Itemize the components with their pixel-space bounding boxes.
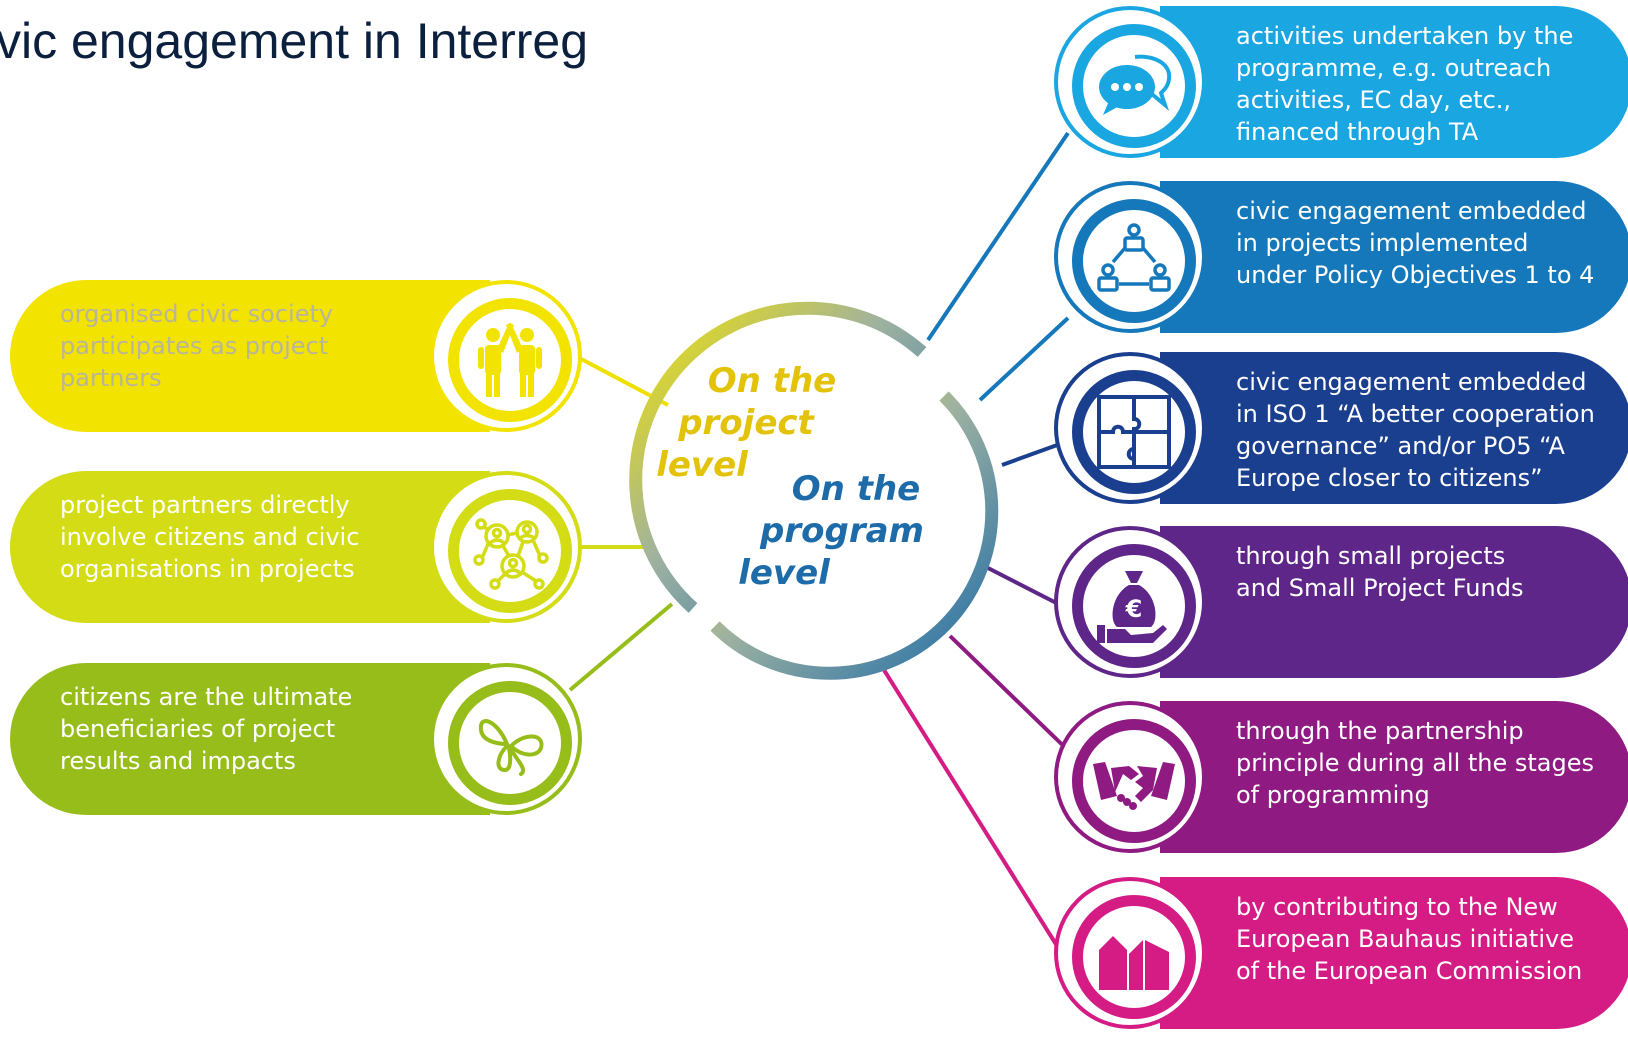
program-level-line: program bbox=[759, 511, 924, 551]
connector-line bbox=[926, 131, 1070, 342]
project-item-text: project partners directly involve citize… bbox=[60, 491, 360, 583]
program-item-badge bbox=[1054, 181, 1206, 333]
project-item-badge bbox=[430, 471, 582, 623]
page-title: vic engagement in Interreg bbox=[0, 13, 589, 69]
project-level-line: level bbox=[656, 445, 749, 485]
high-five-icon bbox=[478, 323, 542, 397]
project-level-line: project bbox=[677, 403, 815, 443]
program-item-pill: activities undertaken by the programme, … bbox=[1160, 6, 1628, 158]
handshake-icon bbox=[1093, 762, 1175, 810]
program-item-badge bbox=[1054, 701, 1206, 853]
butterfly-icon bbox=[478, 719, 544, 776]
program-item-pill: civic engagement embedded in ISO 1 “A be… bbox=[1160, 352, 1628, 504]
program-item-text: by contributing to the New European Bauh… bbox=[1236, 893, 1583, 985]
program-item-pill: civic engagement embedded in projects im… bbox=[1160, 181, 1628, 333]
project-item-badge bbox=[430, 280, 582, 432]
money-bag-euro-icon: € bbox=[1097, 571, 1167, 643]
connector-line bbox=[978, 316, 1070, 402]
program-item-text: civic engagement embedded in ISO 1 “A be… bbox=[1236, 368, 1595, 492]
speech-bubbles-icon bbox=[1099, 54, 1172, 115]
program-item-badge: € bbox=[1054, 526, 1206, 678]
program-item-text: civic engagement embedded in projects im… bbox=[1236, 197, 1595, 289]
project-level-line: On the bbox=[708, 361, 836, 401]
program-item-badge bbox=[1054, 877, 1206, 1029]
program-item-text: through small projects and Small Project… bbox=[1236, 542, 1524, 602]
puzzle-icon bbox=[1097, 395, 1171, 469]
project-item-pill: project partners directly involve citize… bbox=[10, 471, 490, 623]
svg-text:€: € bbox=[1125, 595, 1143, 623]
program-level-line: On the bbox=[792, 469, 920, 509]
center-ring bbox=[629, 301, 999, 680]
program-item-pill: through the partnership principle during… bbox=[1160, 701, 1628, 853]
network-people-icon bbox=[473, 518, 549, 590]
people-network-icon bbox=[1097, 223, 1171, 292]
connector-line bbox=[568, 602, 674, 692]
program-item-pill: by contributing to the New European Bauh… bbox=[1160, 877, 1628, 1029]
project-item-text: organised civic society participates as … bbox=[60, 300, 334, 392]
connector-line bbox=[882, 668, 1066, 959]
project-item-pill: citizens are the ultimate beneficiaries … bbox=[10, 663, 490, 815]
project-item-text: citizens are the ultimate beneficiaries … bbox=[60, 683, 353, 775]
program-item-text: activities undertaken by the programme, … bbox=[1236, 22, 1574, 146]
program-item-pill: through small projects and Small Project… bbox=[1160, 526, 1628, 678]
connector-line bbox=[948, 634, 1080, 762]
program-item-badge bbox=[1054, 6, 1206, 158]
program-item-badge bbox=[1054, 352, 1206, 504]
program-item-text: through the partnership principle during… bbox=[1236, 717, 1595, 809]
project-item-pill: organised civic society participates as … bbox=[10, 280, 490, 432]
bauhaus-house-icon bbox=[1099, 936, 1169, 990]
program-level-line: level bbox=[738, 553, 831, 593]
connector-line bbox=[1001, 442, 1061, 467]
project-item-badge bbox=[430, 663, 582, 815]
